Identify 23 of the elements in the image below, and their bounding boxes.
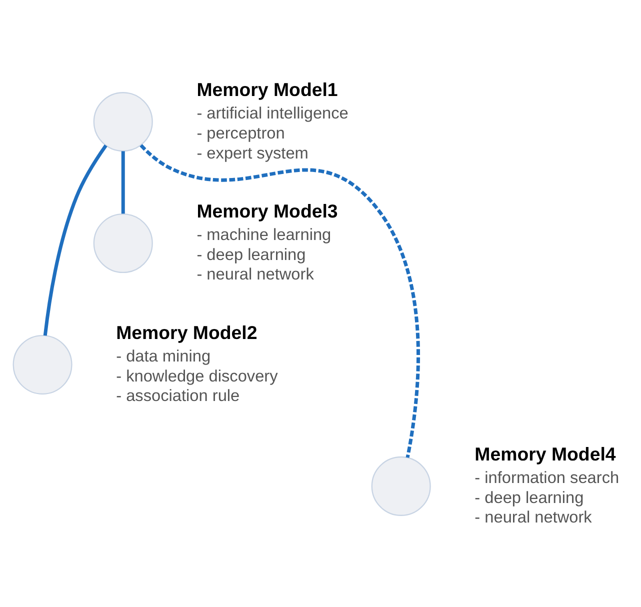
connector — [121, 150, 125, 214]
node-circle — [12, 334, 72, 394]
node-label: - knowledge discovery — [116, 366, 278, 385]
connector — [43, 144, 108, 336]
node-label: - neural network — [474, 508, 592, 526]
node-label: - neural network — [196, 265, 314, 284]
node-label: Memory Model1 — [196, 78, 338, 100]
node-circle — [371, 456, 431, 516]
node-label: - machine learning — [196, 226, 332, 244]
node-label: - deep learning — [196, 245, 306, 264]
node-label: Memory Model2 — [116, 321, 258, 342]
node-label: Memory Model3 — [196, 200, 338, 221]
node-circle — [93, 212, 153, 273]
node-label: - expert system — [196, 144, 308, 162]
node-label: - artificial intelligence — [196, 104, 348, 122]
node-circle — [93, 92, 153, 152]
node-label: - association rule — [116, 386, 240, 405]
node-label: - data mining — [116, 346, 211, 365]
node-label: - information search — [474, 468, 620, 486]
node-label: - perceptron — [196, 124, 285, 142]
connector — [140, 144, 420, 458]
node-label: - deep learning — [474, 488, 584, 506]
node-label: Memory Model4 — [474, 442, 616, 464]
